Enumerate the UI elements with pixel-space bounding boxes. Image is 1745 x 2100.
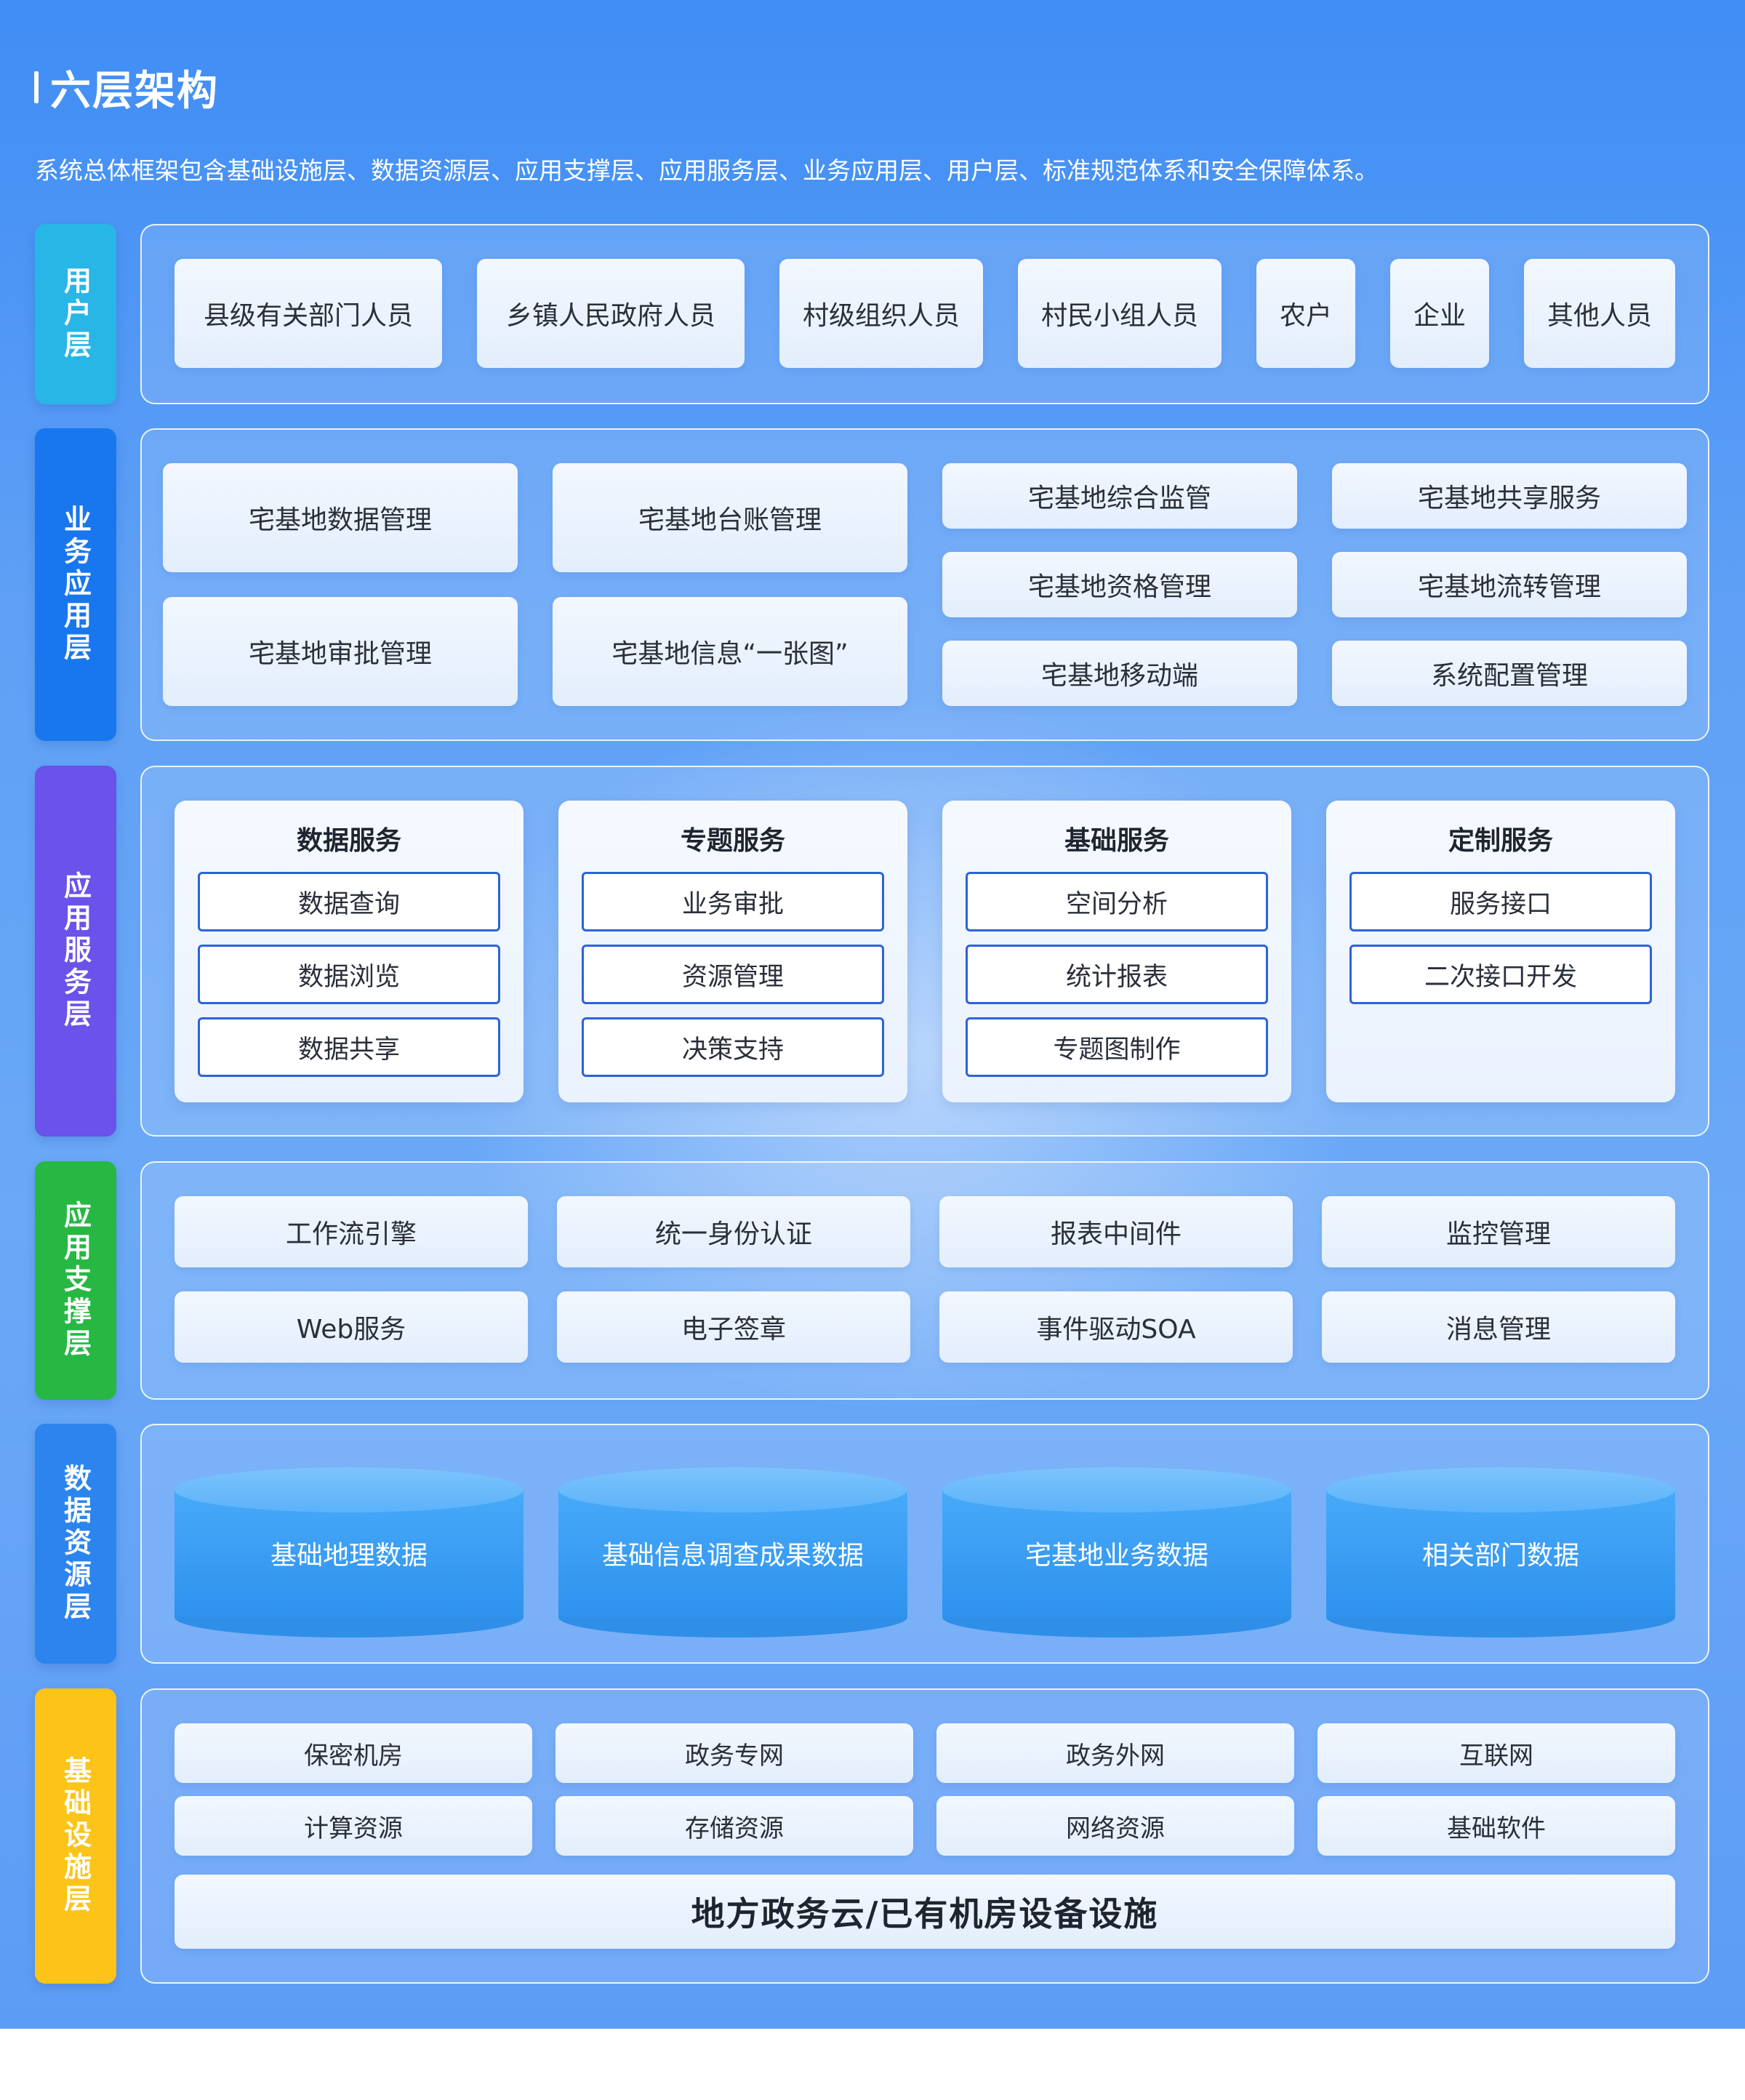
support-item: 电子签章 [557, 1291, 910, 1363]
infra-item: 基础软件 [1317, 1796, 1675, 1856]
infra-item: 政务专网 [555, 1723, 913, 1783]
user-item: 企业 [1390, 259, 1489, 368]
service-item: 数据浏览 [198, 945, 500, 1004]
infra-item: 互联网 [1317, 1723, 1675, 1783]
infra-item: 存储资源 [555, 1796, 913, 1856]
support-item: 监控管理 [1322, 1196, 1675, 1267]
support-item: 报表中间件 [939, 1196, 1293, 1267]
support-item: 事件驱动SOA [939, 1291, 1293, 1363]
user-layer-label: 用户层 [35, 224, 116, 404]
support-item: 消息管理 [1322, 1291, 1675, 1363]
service-item: 数据共享 [198, 1017, 500, 1077]
infra-layer-label: 基础设施层 [35, 1688, 116, 1984]
service-item: 业务审批 [582, 872, 884, 931]
data-layer-label: 数据资源层 [35, 1424, 116, 1664]
service-group-card: 数据服务 数据查询 数据浏览 数据共享 [174, 801, 524, 1102]
service-group-card: 定制服务 服务接口 二次接口开发 [1326, 801, 1675, 1102]
service-item: 二次接口开发 [1349, 945, 1652, 1004]
service-item: 决策支持 [582, 1017, 884, 1077]
user-item: 县级有关部门人员 [174, 259, 442, 368]
page-title: 六层架构 [34, 58, 219, 116]
service-group-title: 基础服务 [1064, 826, 1169, 856]
database-label: 基础地理数据 [270, 1541, 428, 1571]
database-cylinder: 相关部门数据 [1326, 1467, 1675, 1638]
support-item: 统一身份认证 [557, 1196, 910, 1267]
user-item: 乡镇人民政府人员 [477, 259, 745, 368]
service-group-card: 专题服务 业务审批 资源管理 决策支持 [558, 801, 907, 1102]
infra-item: 网络资源 [936, 1796, 1294, 1856]
page-title-text: 六层架构 [50, 67, 219, 115]
service-group-card: 基础服务 空间分析 统计报表 专题图制作 [942, 801, 1291, 1102]
database-label: 宅基地业务数据 [1024, 1541, 1208, 1571]
business-item: 宅基地综合监管 [942, 463, 1297, 529]
architecture-canvas: 六层架构 系统总体框架包含基础设施层、数据资源层、应用支撑层、应用服务层、业务应… [0, 0, 1745, 2029]
support-layer-label: 应用支撑层 [35, 1161, 116, 1400]
user-item: 村民小组人员 [1018, 259, 1222, 368]
database-cylinder: 基础信息调查成果数据 [558, 1467, 907, 1638]
service-item: 专题图制作 [966, 1017, 1268, 1077]
infra-item: 政务外网 [936, 1723, 1294, 1783]
support-item: 工作流引擎 [174, 1196, 528, 1267]
business-item: 宅基地数据管理 [163, 463, 518, 572]
service-group-title: 定制服务 [1448, 826, 1553, 856]
business-item: 系统配置管理 [1332, 641, 1687, 706]
user-item: 其他人员 [1524, 259, 1675, 368]
support-item: Web服务 [174, 1291, 528, 1363]
database-cylinder: 基础地理数据 [174, 1467, 524, 1638]
business-item: 宅基地审批管理 [163, 597, 518, 706]
service-group-title: 数据服务 [296, 826, 401, 856]
title-bar-decoration [34, 71, 39, 103]
business-item: 宅基地移动端 [942, 641, 1297, 706]
user-item: 村级组织人员 [779, 259, 983, 368]
page-subtitle: 系统总体框架包含基础设施层、数据资源层、应用支撑层、应用服务层、业务应用层、用户… [35, 156, 1379, 185]
database-label: 基础信息调查成果数据 [601, 1541, 864, 1571]
service-item: 资源管理 [582, 945, 884, 1004]
database-label: 相关部门数据 [1421, 1541, 1579, 1571]
infra-item: 保密机房 [174, 1723, 532, 1783]
infra-foundation-bar: 地方政务云/已有机房设备设施 [174, 1875, 1675, 1949]
business-item: 宅基地资格管理 [942, 552, 1297, 617]
business-item: 宅基地信息“一张图” [553, 597, 907, 706]
service-item: 数据查询 [198, 872, 500, 931]
database-cylinder: 宅基地业务数据 [942, 1467, 1291, 1638]
service-item: 空间分析 [966, 872, 1268, 931]
service-layer-label: 应用服务层 [35, 766, 116, 1137]
infra-item: 计算资源 [174, 1796, 532, 1856]
business-item: 宅基地共享服务 [1332, 463, 1687, 529]
service-item: 统计报表 [966, 945, 1268, 1004]
service-group-title: 专题服务 [680, 826, 785, 856]
service-item: 服务接口 [1349, 872, 1652, 931]
business-item: 宅基地流转管理 [1332, 552, 1687, 617]
business-layer-label: 业务应用层 [35, 428, 116, 741]
user-item: 农户 [1256, 259, 1355, 368]
business-item: 宅基地台账管理 [553, 463, 907, 572]
